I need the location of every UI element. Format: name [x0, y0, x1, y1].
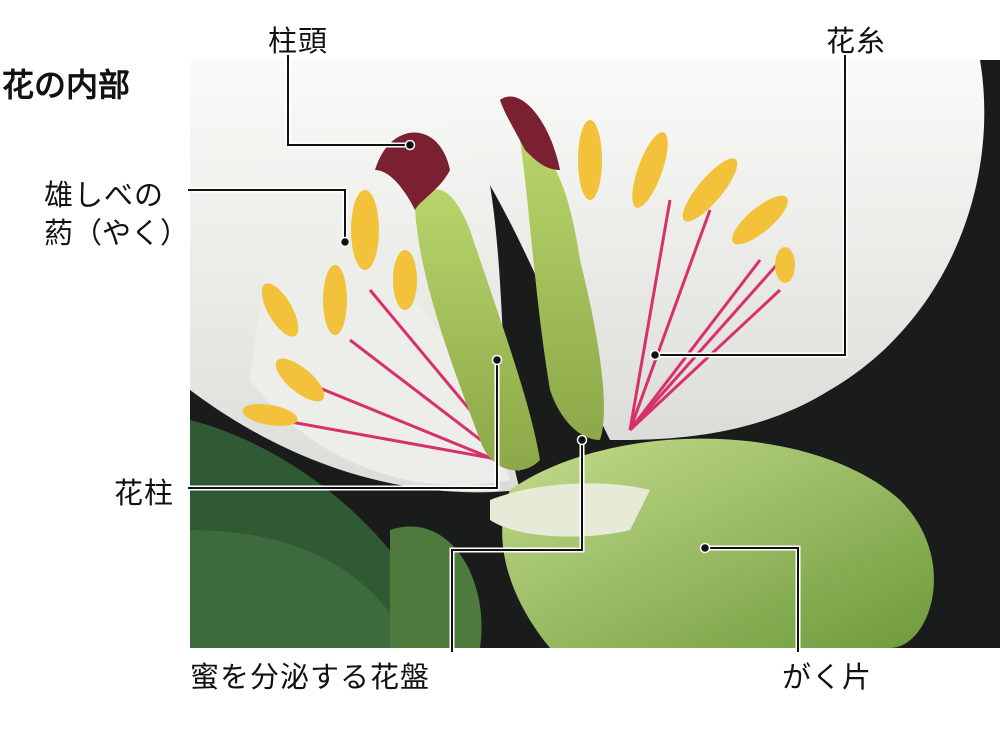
diagram-title: 花の内部 [2, 66, 131, 104]
pistils [375, 96, 604, 471]
label-sepal: がく片 [782, 660, 873, 694]
label-stigma: 柱頭 [268, 24, 329, 58]
label-anther-line2: 葯（やく） [44, 216, 190, 250]
label-style: 花柱 [114, 476, 175, 510]
flower-photo [190, 60, 1000, 648]
label-filament: 花糸 [826, 24, 887, 58]
label-disc: 蜜を分泌する花盤 [190, 660, 431, 694]
label-anther-line1: 雄しべの [44, 178, 165, 212]
